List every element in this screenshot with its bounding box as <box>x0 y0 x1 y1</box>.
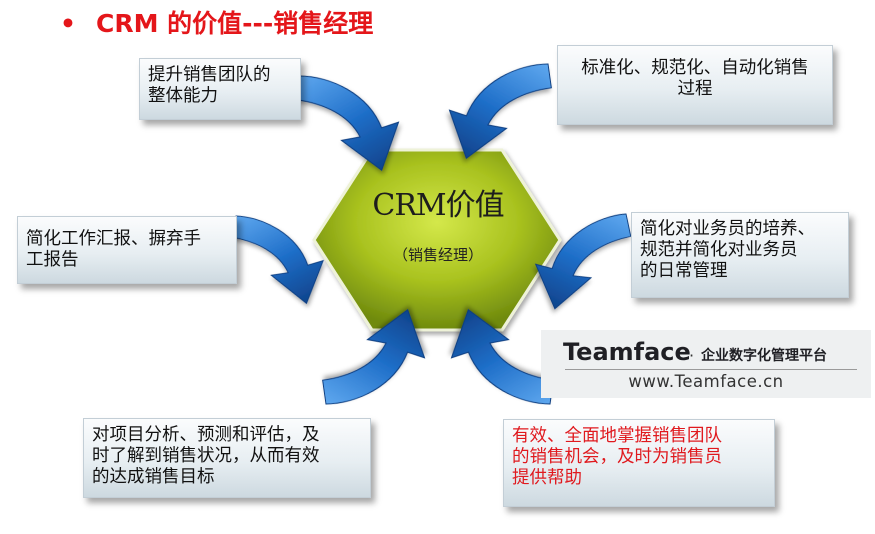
box-top-left: 提升销售团队的 整体能力 <box>139 58 301 120</box>
crm-hexagon <box>312 148 562 332</box>
brand-slogan: 企业数字化管理平台 <box>701 348 827 364</box>
hexagon-title: CRM价值 <box>372 188 504 223</box>
box-mid-left: 简化工作汇报、摒弃手 工报告 <box>17 216 237 284</box>
box-line: 对项目分析、预测和评估，及 <box>92 425 320 445</box>
teamface-watermark: Teamface · 企业数字化管理平台 www.Teamface.cn <box>541 330 871 398</box>
page-title: • CRM 的价值---销售经理 <box>60 4 373 40</box>
hexagon-subtitle: （销售经理） <box>392 246 483 264</box>
box-bottom-right: 有效、全面地掌握销售团队 的销售机会，及时为销售员 提供帮助 <box>503 419 775 507</box>
box-line: 提供帮助 <box>512 468 582 488</box>
title-bullet: • <box>60 9 76 38</box>
box-line: 提升销售团队的 <box>148 65 271 85</box>
brand-divider <box>565 369 857 370</box>
box-line: 的日常管理 <box>640 261 728 281</box>
arrow-top-left <box>288 74 404 173</box>
arrow-top-right <box>444 62 560 161</box>
box-line: 过程 <box>677 79 713 99</box>
box-top-right: 标准化、规范化、自动化销售 过程 <box>557 45 833 125</box>
brand-url: www.Teamface.cn <box>628 372 784 391</box>
box-line: 工报告 <box>26 250 79 270</box>
box-line: 规范并简化对业务员 <box>640 240 798 260</box>
box-mid-right: 简化对业务员的培养、 规范并简化对业务员 的日常管理 <box>631 212 849 298</box>
box-line: 时了解到销售状况，从而有效 <box>92 446 320 466</box>
box-line: 的销售机会，及时为销售员 <box>512 447 722 467</box>
title-text: CRM 的价值---销售经理 <box>96 9 374 38</box>
box-line: 简化工作汇报、摒弃手 <box>26 229 201 249</box>
box-bottom-left: 对项目分析、预测和评估，及 时了解到销售状况，从而有效 的达成销售目标 <box>83 418 371 498</box>
arrow-mid-left <box>222 214 329 306</box>
brand-separator: · <box>689 346 695 365</box>
box-line: 整体能力 <box>148 86 218 106</box>
box-line: 简化对业务员的培养、 <box>640 219 815 239</box>
box-line: 标准化、规范化、自动化销售 <box>581 58 809 78</box>
box-line: 的达成销售目标 <box>92 467 215 487</box>
box-line: 有效、全面地掌握销售团队 <box>512 426 722 446</box>
brand-name: Teamface <box>563 338 691 366</box>
